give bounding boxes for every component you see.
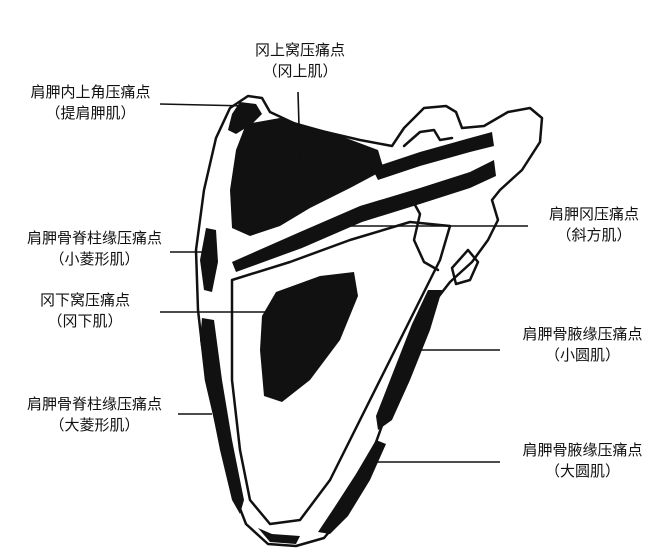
axillary-border-upper-region <box>376 290 442 430</box>
label-title: 肩胛骨脊柱缘压痛点 <box>26 229 162 247</box>
infraspinous-fossa-region <box>260 272 358 402</box>
label-title: 肩胛骨腋缘压痛点 <box>522 325 643 343</box>
label-muscle: （冈下肌） <box>47 312 123 330</box>
inferior-angle-region <box>258 528 300 544</box>
label-muscle: （小圆肌） <box>544 346 620 364</box>
label-title: 肩胛内上角压痛点 <box>30 83 151 101</box>
label-supraspinous-fossa: 冈上窝压痛点 （冈上肌） <box>230 40 370 82</box>
label-title: 冈下窝压痛点 <box>39 291 130 309</box>
label-title: 肩胛冈压痛点 <box>548 205 639 223</box>
vertebral-border-upper-region <box>200 228 218 292</box>
label-infraspinous-fossa: 冈下窝压痛点 （冈下肌） <box>10 290 160 332</box>
acromion-line <box>402 128 454 148</box>
label-superior-angle: 肩胛内上角压痛点 （提肩胛肌） <box>8 82 173 124</box>
label-vertebral-border-lower: 肩胛骨脊柱缘压痛点 （大菱形肌） <box>2 394 187 436</box>
vertebral-border-lower-region <box>200 318 244 514</box>
label-title: 肩胛骨腋缘压痛点 <box>522 441 643 459</box>
acromion-band <box>372 132 494 180</box>
supraspinous-fossa-region <box>230 118 384 236</box>
label-title: 肩胛骨脊柱缘压痛点 <box>26 395 162 413</box>
label-muscle: （提肩胛肌） <box>45 104 136 122</box>
label-spine: 肩胛冈压痛点 （斜方肌） <box>524 204 664 246</box>
leader-supraspinous <box>297 91 301 161</box>
superior-angle-region <box>228 102 262 134</box>
label-muscle: （大圆肌） <box>544 462 620 480</box>
label-muscle: （小菱形肌） <box>49 250 140 268</box>
label-vertebral-border-upper: 肩胛骨脊柱缘压痛点 （小菱形肌） <box>2 228 187 270</box>
spine-band <box>232 160 496 272</box>
label-muscle: （大菱形肌） <box>49 416 140 434</box>
axillary-border-lower-region <box>318 440 386 534</box>
label-muscle: （斜方肌） <box>556 226 632 244</box>
body-inner-outline <box>230 220 452 526</box>
glenoid-outline <box>450 248 480 286</box>
label-axillary-border-lower: 肩胛骨腋缘压痛点 （大圆肌） <box>500 440 665 482</box>
label-axillary-border-upper: 肩胛骨腋缘压痛点 （小圆肌） <box>500 324 665 366</box>
coracoid-process <box>408 194 440 272</box>
leader-superior-angle <box>159 103 249 107</box>
label-title: 冈上窝压痛点 <box>254 41 345 59</box>
label-muscle: （冈上肌） <box>262 62 338 80</box>
